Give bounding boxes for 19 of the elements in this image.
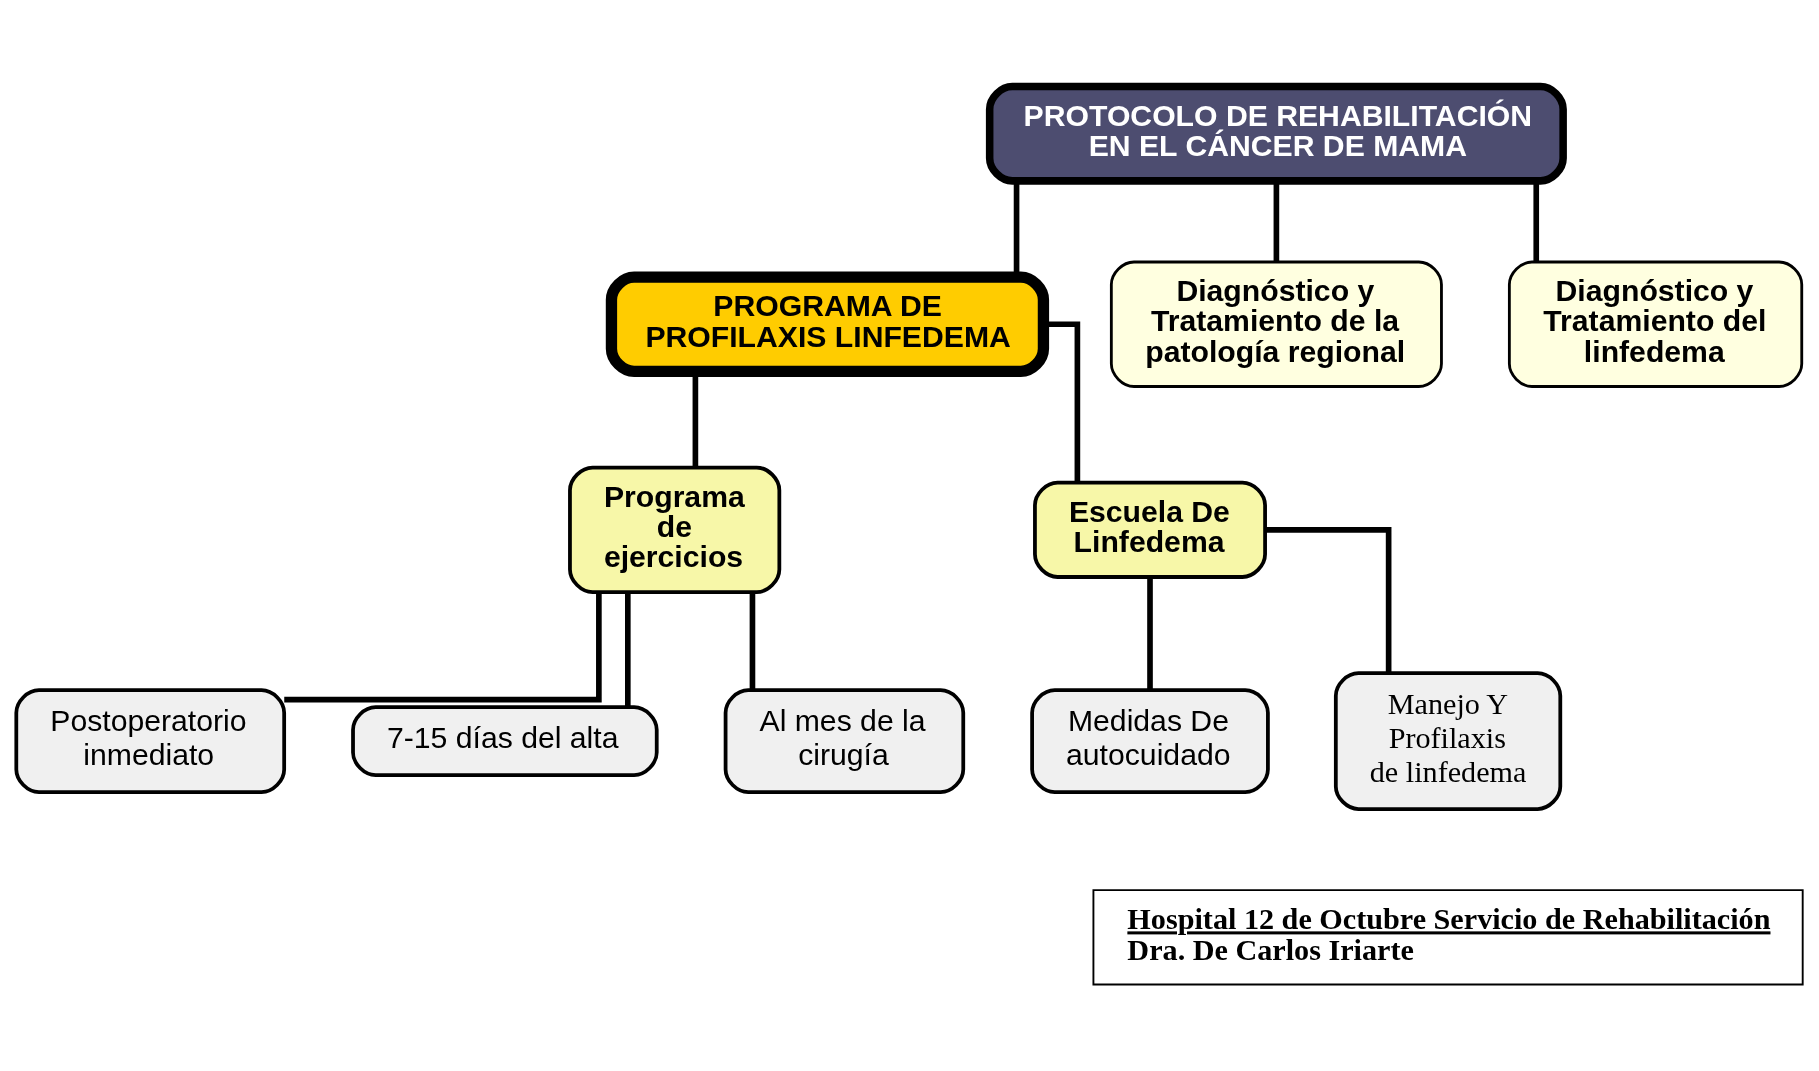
- node-box: Diagnóstico y Tratamiento del linfedema: [1507, 260, 1804, 388]
- connector: [1265, 527, 1392, 674]
- node-box: Medidas De autocuidado: [1030, 688, 1270, 794]
- node-box: Postoperatorio inmediato: [14, 688, 287, 794]
- connector: [749, 592, 756, 690]
- connector: [1273, 181, 1280, 262]
- connector: [1147, 577, 1153, 691]
- node-box: PROGRAMA DE PROFILAXIS LINFEDEMA: [605, 271, 1050, 378]
- connector: [624, 592, 631, 708]
- node-box: Hospital 12 de Octubre Servicio de Rehabilitación Dra. De Carlos Iriarte: [1092, 889, 1804, 986]
- node-box: 7-15 días del alta: [351, 705, 659, 777]
- node-box: Escuela De Linfedema: [1033, 480, 1267, 579]
- node-box: Diagnóstico y Tratamiento de la patología regional: [1109, 260, 1443, 388]
- node-box: Programa de ejercicios: [568, 465, 782, 594]
- connector: [284, 592, 602, 703]
- node-box: PROTOCOLO DE REHABILITACIÓN EN EL CÁNCER DE MAMA: [985, 82, 1567, 185]
- connector: [1533, 181, 1540, 262]
- node-box: Al mes de la cirugía: [723, 688, 966, 794]
- node-box: Manejo Y Profilaxis de linfedema: [1333, 671, 1563, 811]
